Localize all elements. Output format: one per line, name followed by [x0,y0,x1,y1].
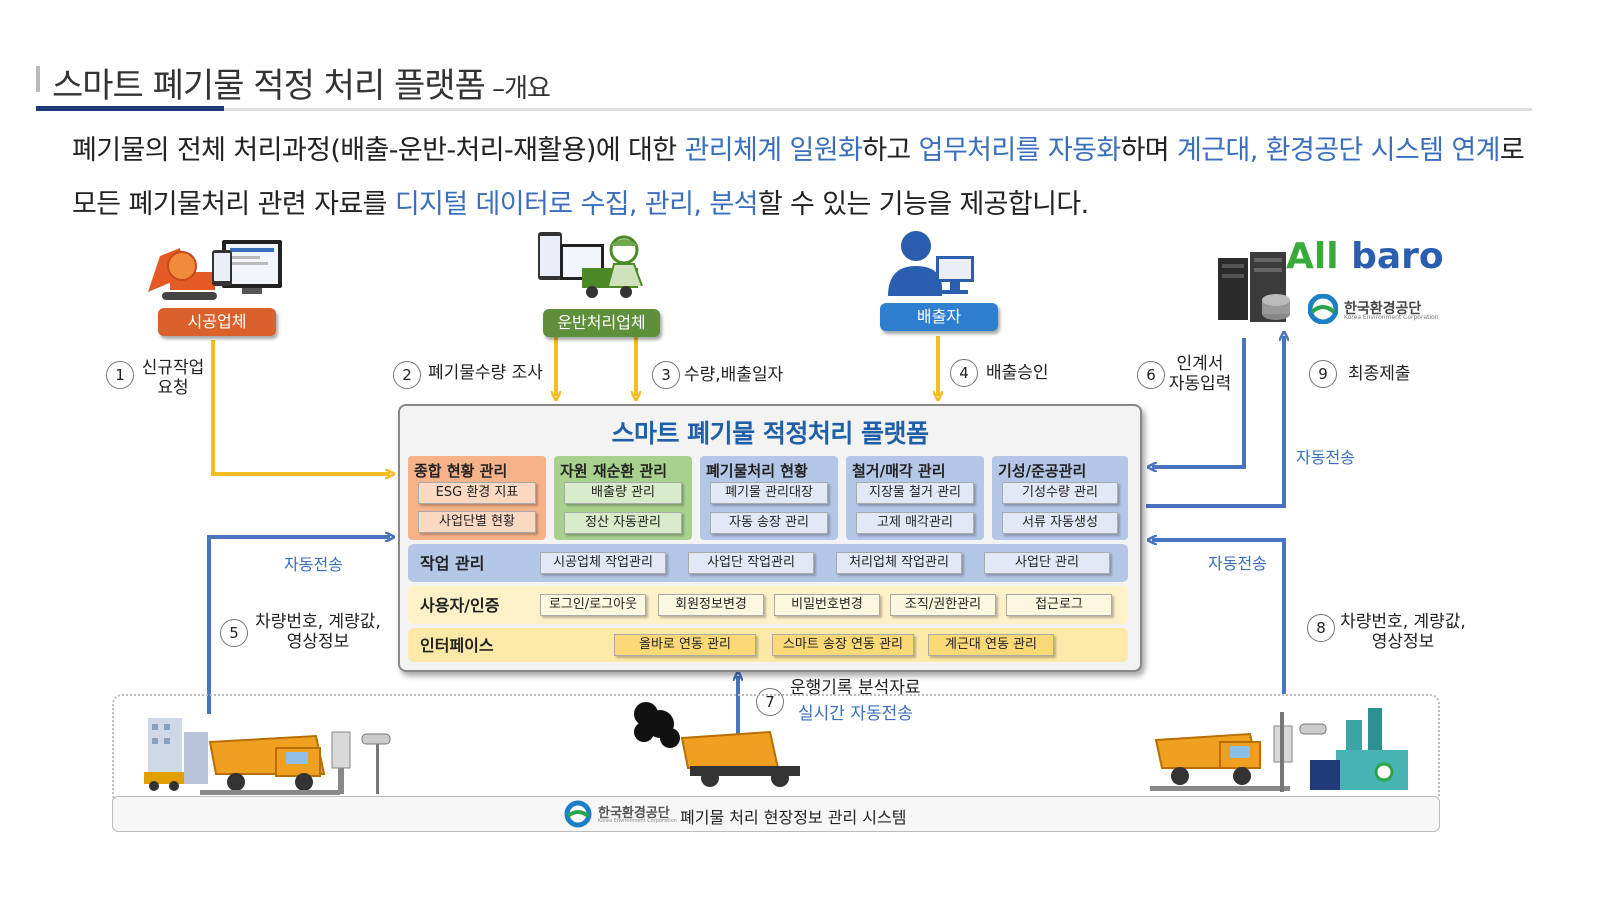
truck-gps-icon [634,702,800,787]
title-divider-accent [36,106,224,111]
arrow-step-8 [1152,540,1286,694]
module-demolition-sale: 철거/매각 관리 지장물 철거 관리 고제 매각관리 [846,456,984,540]
step-1-number: 1 [106,361,134,389]
title-divider [36,108,1532,111]
transport-worker-icon [538,232,643,298]
step-9-number: 9 [1309,360,1337,388]
row-work-management: 작업 관리 시공업체 작업관리 사업단 작업관리 처리업체 작업관리 사업단 관… [408,544,1128,582]
keco-logo-icon [1308,294,1338,324]
step-3-label: 수량,배출일자 [684,365,784,385]
plant-truck-weighbridge-icon [1150,708,1408,792]
contractor-tag: 시공업체 [158,308,276,336]
step-9-label: 최종제출 [1348,364,1411,384]
module-completion: 기성/준공관리 기성수량 관리 서류 자동생성 [992,456,1128,540]
menu-discharge-amount[interactable]: 배출량 관리 [564,482,682,504]
footer-title: 폐기물 처리 현장정보 관리 시스템 [680,808,907,827]
site-truck-weighbridge-icon [144,718,391,795]
discharger-tag: 배출자 [880,303,998,331]
module-title: 철거/매각 관리 [852,462,946,480]
platform-box: 스마트 폐기물 적정처리 플랫폼 종합 현황 관리 ESG 환경 지표 사업단별… [398,404,1142,672]
module-resource-recycling: 자원 재순환 관리 배출량 관리 정산 자동관리 [554,456,692,540]
step-5-label: 차량번호, 계량값,영상정보 [255,612,381,652]
auto-transfer-label-9: 자동전송 [1296,448,1355,467]
module-title: 종합 현황 관리 [414,462,508,480]
menu-project-status[interactable]: 사업단별 현황 [418,511,536,533]
step-7-sublabel: 실시간 자동전송 [798,704,913,724]
row-interface: 인터페이스 올바로 연동 관리 스마트 송장 연동 관리 계근대 연동 관리 [408,628,1128,662]
menu-profile-change[interactable]: 회원정보변경 [658,594,764,616]
step-4-number: 4 [950,359,978,387]
step-5-number: 5 [220,619,248,647]
menu-access-log[interactable]: 접근로그 [1006,594,1112,616]
step-2-number: 2 [393,361,421,389]
menu-smart-invoice-integration[interactable]: 스마트 송장 연동 관리 [772,634,914,656]
description: 폐기물의 전체 처리과정(배출-운반-처리-재활용)에 대한 관리체계 일원화하… [72,135,1525,220]
allbaro-logo: All baro [1286,236,1444,277]
menu-processor-work[interactable]: 처리업체 작업관리 [836,552,962,574]
keco-name: 한국환경공단 [1344,301,1422,317]
module-title: 폐기물처리 현황 [706,462,808,480]
keco-sub: Korea Environment Corporation [1344,314,1439,321]
arrow-step-6 [1152,338,1246,467]
step-7-label: 운행기록 분석자료 [790,678,921,698]
arrow-step-1 [211,340,390,474]
row-title: 인터페이스 [420,636,494,655]
row-user-auth: 사용자/인증 로그인/로그아웃 회원정보변경 비밀번호변경 조직/권한관리 접근… [408,586,1128,624]
menu-division-work[interactable]: 사업단 작업관리 [688,552,814,574]
menu-weighbridge-integration[interactable]: 계근대 연동 관리 [928,634,1054,656]
step-8-number: 8 [1307,614,1335,642]
server-icon [1218,252,1290,322]
menu-login-logout[interactable]: 로그인/로그아웃 [540,594,646,616]
module-waste-status: 폐기물처리 현황 폐기물 관리대장 자동 송장 관리 [700,456,838,540]
footer-keco-name: 한국환경공단 [598,806,670,821]
arrow-step-5 [207,537,390,714]
menu-settlement[interactable]: 정산 자동관리 [564,512,682,534]
arrow-step-9 [1146,336,1284,508]
title-accent-bar [36,66,40,92]
platform-title: 스마트 폐기물 적정처리 플랫폼 [611,419,929,448]
menu-obstacle-demolition[interactable]: 지장물 철거 관리 [856,482,974,504]
menu-org-permission[interactable]: 조직/권한관리 [890,594,996,616]
menu-esg-indicator[interactable]: ESG 환경 지표 [418,482,536,504]
page-title: 스마트 폐기물 적정 처리 플랫폼 –개요 [52,66,551,106]
step-6-number: 6 [1137,361,1165,389]
step-7-number: 7 [756,688,784,716]
menu-contractor-work[interactable]: 시공업체 작업관리 [540,552,666,574]
module-overall-status: 종합 현황 관리 ESG 환경 지표 사업단별 현황 [408,456,546,540]
step-2-label: 폐기물수량 조사 [428,363,543,383]
auto-transfer-label-5: 자동전송 [284,555,343,574]
transporter-tag: 운반처리업체 [543,309,660,337]
menu-scrap-sale[interactable]: 고제 매각관리 [856,512,974,534]
construction-equipment-icon [148,240,282,300]
menu-waste-ledger[interactable]: 폐기물 관리대장 [710,482,828,504]
menu-auto-invoice[interactable]: 자동 송장 관리 [710,512,828,534]
menu-password-change[interactable]: 비밀번호변경 [774,594,880,616]
menu-completed-quantity[interactable]: 기성수량 관리 [1002,482,1118,504]
menu-allbaro-integration[interactable]: 올바로 연동 관리 [614,634,756,656]
step-8-label: 차량번호, 계량값,영상정보 [1340,612,1466,652]
footer-keco-sub: Korea Environment Corporation [598,818,677,824]
module-title: 기성/준공관리 [998,462,1087,480]
menu-division-management[interactable]: 사업단 관리 [984,552,1110,574]
auto-transfer-label-8: 자동전송 [1208,554,1267,573]
row-title: 작업 관리 [420,554,485,573]
step-4-label: 배출승인 [986,363,1049,383]
keco-footer-logo-icon [564,800,592,828]
menu-auto-documents[interactable]: 서류 자동생성 [1002,512,1118,534]
row-title: 사용자/인증 [420,596,500,615]
footer-bar [112,796,1440,832]
user-computer-icon [888,231,974,296]
module-title: 자원 재순환 관리 [560,462,668,480]
step-3-number: 3 [652,361,680,389]
